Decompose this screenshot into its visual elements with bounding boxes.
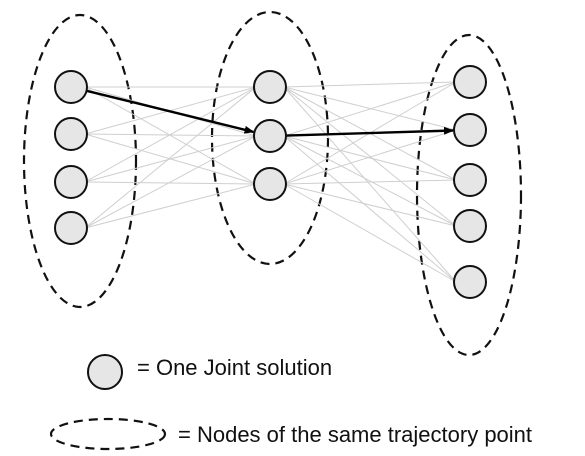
edge-l2-3-to-l3-5 <box>283 183 457 283</box>
joint-node-layer3-1 <box>453 65 487 99</box>
edge-l2-2-to-l3-5 <box>283 135 457 283</box>
joint-node-layer1-1 <box>54 70 88 104</box>
highlighted-path <box>86 89 455 137</box>
trajectory-point-group-2 <box>210 10 330 266</box>
path-arrow-2 <box>285 126 455 137</box>
joint-node-layer3-2 <box>453 113 487 147</box>
joint-node-layer2-3 <box>253 167 287 201</box>
joint-node-layer3-3 <box>453 163 487 197</box>
legend-group-icon <box>49 417 167 451</box>
legend-node-label: = One Joint solution <box>137 355 333 380</box>
trajectory-point-group-1 <box>22 13 138 309</box>
edge-l1-4-to-l2-1 <box>84 86 257 229</box>
edge-l1-3-to-l2-3 <box>84 181 257 185</box>
edge-l2-3-to-l3-2 <box>283 129 457 185</box>
edge-l2-1-to-l3-1 <box>283 81 457 88</box>
trajectory-point-groups <box>22 10 523 357</box>
legend-group-label: = Nodes of the same trajectory point <box>178 422 533 447</box>
edge-l1-3-to-l2-1 <box>84 86 257 183</box>
path-arrow-1 <box>86 89 255 134</box>
legend-node-icon <box>87 354 123 390</box>
edges <box>84 81 457 283</box>
edge-l2-2-to-l3-3 <box>283 135 457 181</box>
edge-l2-3-to-l3-4 <box>283 183 457 227</box>
joint-node-layer1-2 <box>54 117 88 151</box>
edge-l2-3-to-l3-3 <box>283 179 457 185</box>
edge-l2-2-to-l3-1 <box>283 81 457 137</box>
joint-node-layer2-1 <box>253 70 287 104</box>
edge-l1-3-to-l2-2 <box>84 135 257 183</box>
joint-node-layer1-4 <box>54 211 88 245</box>
edge-l1-4-to-l2-2 <box>84 135 257 229</box>
edge-l2-1-to-l3-5 <box>283 86 457 283</box>
joint-node-layer1-3 <box>54 165 88 199</box>
edge-l2-2-to-l3-4 <box>283 135 457 227</box>
joint-node-layer3-5 <box>453 265 487 299</box>
trajectory-point-group-3 <box>415 33 523 357</box>
joint-solution-nodes <box>54 65 487 299</box>
joint-node-layer2-2 <box>253 119 287 153</box>
joint-node-layer3-4 <box>453 209 487 243</box>
edge-l1-4-to-l2-3 <box>84 183 257 229</box>
